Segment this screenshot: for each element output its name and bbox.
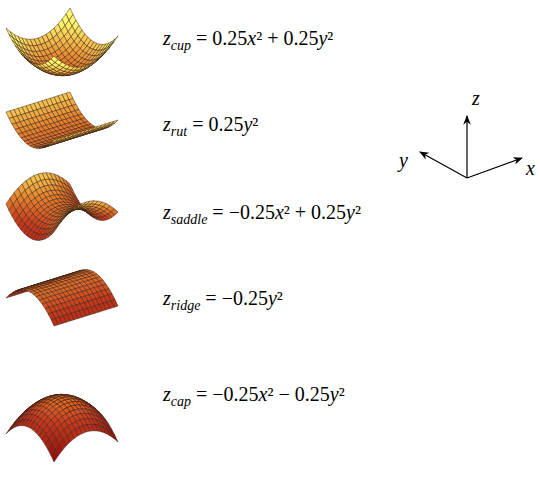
text-part: x	[526, 157, 535, 179]
text-part: y	[318, 27, 327, 49]
z-axis	[466, 116, 467, 178]
text-part: x	[259, 383, 268, 405]
mesh-cell	[6, 28, 13, 38]
text-part: ²	[327, 27, 333, 49]
surface-mesh	[6, 173, 118, 241]
surface-mesh	[6, 394, 118, 462]
text-part: z	[163, 113, 171, 135]
text-part: rut	[171, 124, 187, 139]
mesh-cell	[15, 45, 22, 53]
equation: zsaddle = −0.25x² + 0.25y²	[163, 200, 361, 224]
text-part: = −0.25	[200, 287, 268, 309]
text-part: = 0.25	[191, 27, 247, 49]
text-part: ² − 0.25	[267, 383, 329, 405]
text-part: y	[330, 383, 339, 405]
text-part: = −0.25	[191, 383, 259, 405]
text-part: ² + 0.25	[256, 27, 318, 49]
mesh-cell	[12, 40, 19, 49]
surface-mesh	[6, 8, 118, 76]
surface-mesh	[6, 92, 118, 148]
mesh-cell	[51, 56, 58, 62]
y-axis	[420, 152, 467, 178]
equation: zridge = −0.25y²	[163, 286, 283, 310]
text-part: ² + 0.25	[284, 201, 346, 223]
mesh-cell	[9, 34, 16, 43]
text-part: z	[163, 27, 171, 49]
surface-mesh	[6, 270, 118, 326]
mesh-cell	[51, 226, 58, 235]
text-part: z	[163, 201, 171, 223]
axis-label: z	[472, 86, 480, 110]
text-part: y	[399, 149, 408, 171]
text-part: y	[346, 201, 355, 223]
equation: zrut = 0.25y²	[163, 112, 258, 136]
text-part: x	[247, 27, 256, 49]
text-part: y	[268, 287, 277, 309]
text-part: z	[163, 287, 171, 309]
mesh-cell	[79, 202, 86, 207]
text-part: z	[163, 383, 171, 405]
axis-label: x	[526, 156, 535, 180]
text-part: saddle	[171, 212, 208, 227]
text-part: y	[243, 113, 252, 135]
text-part: ²	[252, 113, 258, 135]
text-part: ²	[339, 383, 345, 405]
text-part: z	[472, 87, 480, 109]
text-part: cap	[171, 394, 191, 409]
text-part: = 0.25	[187, 113, 243, 135]
text-part: ²	[277, 287, 283, 309]
axis-triad	[420, 116, 522, 178]
text-part: ²	[355, 201, 361, 223]
mesh-cell	[92, 59, 99, 65]
axis-label: y	[399, 148, 408, 172]
text-part: cup	[171, 38, 191, 53]
text-part: x	[275, 201, 284, 223]
text-part: ridge	[171, 298, 201, 313]
mesh-cell	[51, 450, 58, 462]
x-axis	[467, 158, 522, 178]
surface-plots	[6, 8, 118, 462]
text-part: = −0.25	[207, 201, 275, 223]
mesh-cell	[51, 318, 58, 326]
equation: zcup = 0.25x² + 0.25y²	[163, 26, 333, 50]
mesh-cell	[51, 139, 58, 143]
equation: zcap = −0.25x² − 0.25y²	[163, 382, 345, 406]
